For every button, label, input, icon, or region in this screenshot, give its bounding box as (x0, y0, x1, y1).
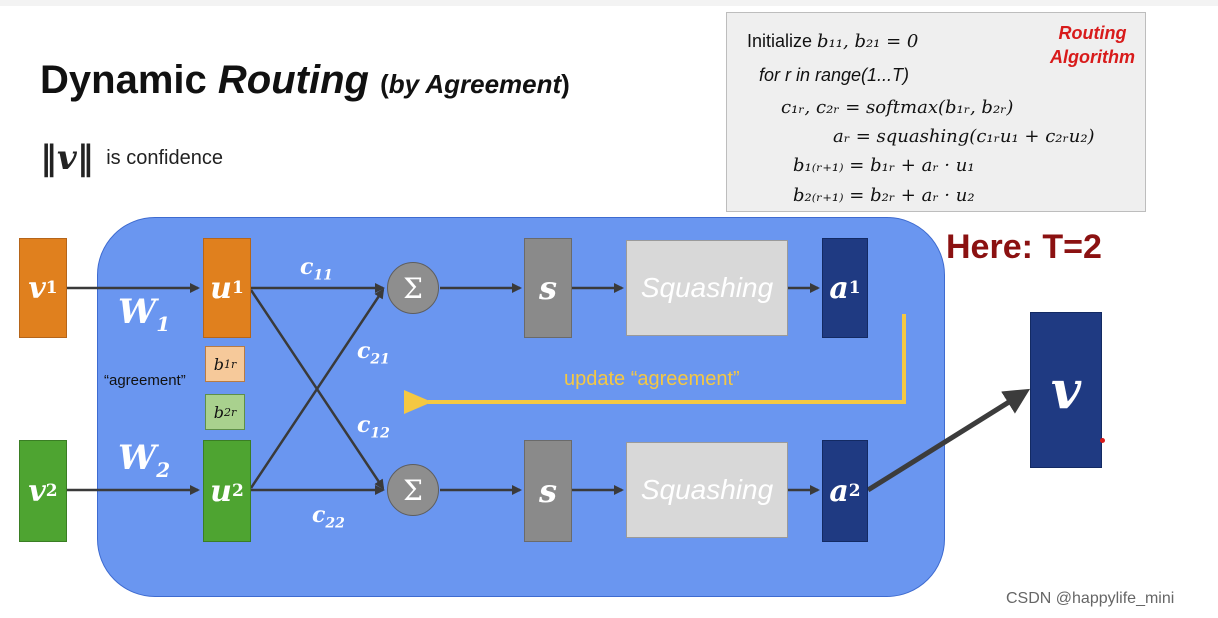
agreement-label: “agreement” (104, 372, 186, 389)
c12-base: c (357, 412, 371, 438)
b1r-sub: 1r (223, 357, 237, 371)
algo-update-b2-line: b₂₍ᵣ₊₁₎ = b₂ᵣ + aᵣ · u₂ (793, 185, 975, 206)
w1-base: W (118, 292, 157, 332)
routing-tag-line1: Routing (1058, 23, 1127, 43)
algo-for-text: for r in range(1...T) (759, 65, 910, 85)
c22-sub: 22 (325, 515, 345, 532)
top-divider (0, 0, 1218, 6)
coefficient-c12: c12 (357, 412, 390, 441)
update-agreement-arrow (404, 314, 906, 414)
w2-base: W (118, 438, 157, 478)
arrow-a2-output (866, 388, 1031, 493)
squashing-block-2: Squashing (626, 442, 788, 538)
v1-base: v (28, 270, 46, 306)
a1-base: a (829, 270, 849, 306)
title-paren-open: ( (380, 69, 389, 99)
algo-init-math: b₁₁, b₂₁ = 0 (817, 31, 919, 52)
algo-for-line: for r in range(1...T) (759, 65, 909, 86)
c11-base: c (300, 254, 314, 280)
algo-init-line: Initialize b₁₁, b₂₁ = 0 (747, 31, 918, 52)
sum-node-1: Σ (387, 262, 439, 314)
watermark: CSDN @happylife_mini (1006, 590, 1175, 607)
a2-sub: 2 (848, 481, 861, 501)
routing-tag-line2: Algorithm (1050, 47, 1135, 67)
algo-squashing-line: aᵣ = squashing(c₁ᵣu₁ + c₂ᵣu₂) (833, 126, 1095, 147)
weight-w1-label: W1 (118, 292, 170, 336)
title-word-dynamic: Dynamic (40, 58, 207, 102)
final-output-v: v (1030, 312, 1102, 468)
u1-sub: 1 (231, 278, 244, 298)
c21-base: c (357, 338, 371, 364)
v2-base: v (28, 473, 46, 509)
w1-sub: 1 (156, 311, 171, 336)
weighted-sum-s2: s (524, 440, 572, 542)
u1-base: u (210, 270, 232, 306)
squashing-block-1: Squashing (626, 240, 788, 336)
weighted-sum-s1: s (524, 238, 572, 338)
title-word-routing: Routing (217, 58, 369, 102)
b2r-sub: 2r (223, 405, 237, 419)
weight-w2-label: W2 (118, 438, 170, 482)
confidence-text: is confidence (106, 146, 223, 169)
v1-sub: 1 (45, 278, 58, 298)
c12-sub: 12 (370, 425, 390, 442)
a2-base: a (829, 473, 849, 509)
u2-base: u (210, 473, 232, 509)
routing-algorithm-box: Routing Algorithm Initialize b₁₁, b₂₁ = … (726, 12, 1146, 212)
a1-sub: 1 (848, 278, 861, 298)
sum-node-2: Σ (387, 464, 439, 516)
page-title: Dynamic Routing (by Agreement) (40, 58, 570, 103)
iterations-label: Here: T=2 (946, 228, 1102, 266)
arrow-u2-sum1 (249, 288, 385, 489)
confidence-note: ‖v‖ is confidence (40, 138, 223, 178)
b1r-base: b (213, 354, 224, 374)
coefficient-c11: c11 (300, 254, 333, 283)
red-dot-marker (1100, 438, 1105, 443)
title-subtitle: by Agreement (388, 69, 562, 99)
c21-sub: 21 (370, 351, 390, 368)
coefficient-c21: c21 (357, 338, 390, 367)
u2-sub: 2 (231, 481, 244, 501)
routing-algorithm-tag: Routing Algorithm (1050, 21, 1135, 69)
v2-sub: 2 (45, 481, 58, 501)
title-paren-close: ) (561, 69, 570, 99)
coefficient-c22: c22 (312, 502, 345, 531)
w2-sub: 2 (156, 457, 171, 482)
update-agreement-label: update “agreement” (564, 368, 740, 390)
algo-init-text: Initialize (747, 31, 813, 51)
c22-base: c (312, 502, 326, 528)
algo-update-b1-line: b₁₍ᵣ₊₁₎ = b₁ᵣ + aᵣ · u₁ (793, 155, 975, 176)
b2r-base: b (213, 402, 224, 422)
c11-sub: 11 (313, 267, 333, 284)
algo-softmax-line: c₁ᵣ, c₂ᵣ = softmax(b₁ᵣ, b₂ᵣ) (781, 97, 1014, 118)
norm-symbol: ‖v‖ (40, 138, 94, 178)
